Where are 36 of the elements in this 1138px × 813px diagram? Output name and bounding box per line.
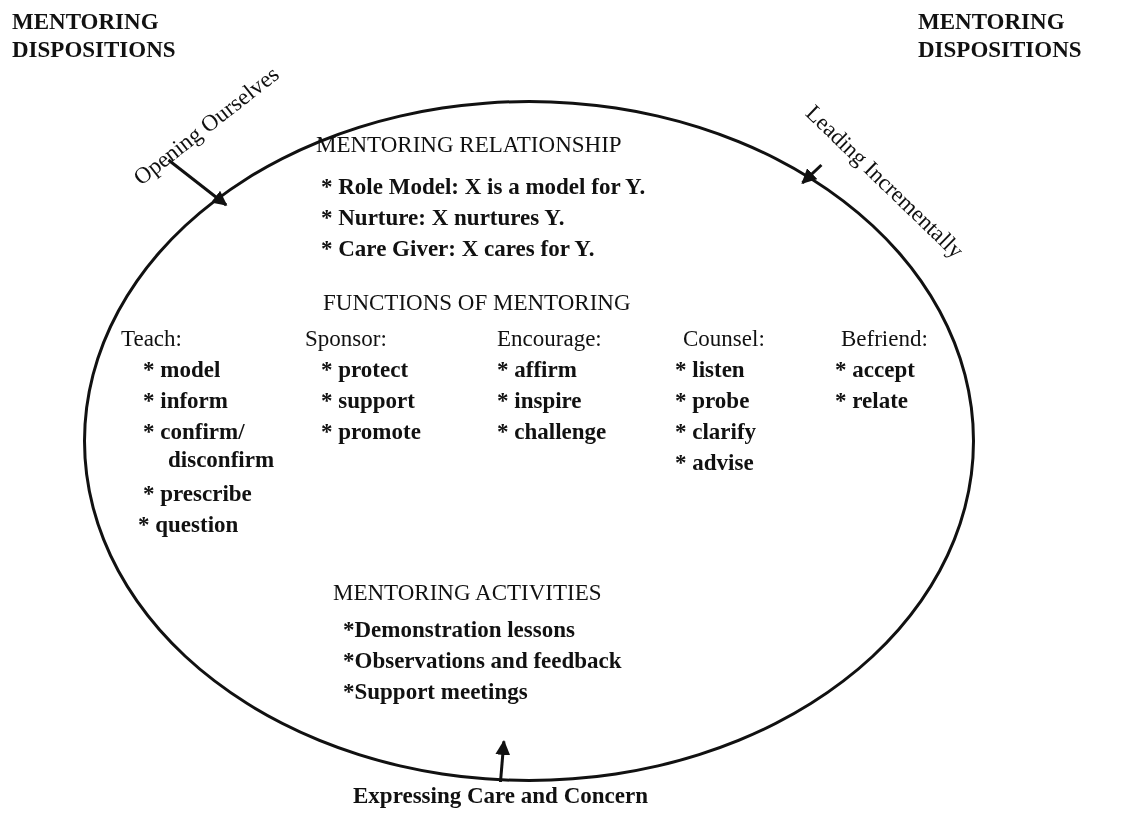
list-item: * clarify bbox=[675, 418, 757, 446]
arrow-label: Expressing Care and Concern bbox=[353, 782, 648, 810]
list-item: * accept bbox=[835, 356, 915, 384]
list-item: * model bbox=[143, 356, 221, 384]
list-item: *Observations and feedback bbox=[343, 647, 622, 675]
list-item: * probe bbox=[675, 387, 750, 415]
list-item: * prescribe bbox=[143, 480, 252, 508]
column-heading: Counsel: bbox=[683, 325, 765, 353]
corner-label: MENTORING DISPOSITIONS bbox=[12, 8, 177, 64]
column-heading: Teach: bbox=[121, 325, 182, 353]
section-heading: FUNCTIONS OF MENTORING bbox=[323, 289, 631, 317]
list-item: * promote bbox=[321, 418, 421, 446]
list-item: * affirm bbox=[497, 356, 577, 384]
list-item: *Support meetings bbox=[343, 678, 528, 706]
list-item: * listen bbox=[675, 356, 745, 384]
list-item: * Nurture: X nurtures Y. bbox=[321, 204, 565, 232]
section-heading: MENTORING ACTIVITIES bbox=[333, 579, 602, 607]
column-heading: Encourage: bbox=[497, 325, 602, 353]
list-item: * challenge bbox=[497, 418, 607, 446]
list-item: * confirm/ disconfirm bbox=[143, 418, 276, 474]
column-heading: Sponsor: bbox=[305, 325, 387, 353]
list-item: * inform bbox=[143, 387, 228, 415]
list-item: * relate bbox=[835, 387, 908, 415]
list-item: * Role Model: X is a model for Y. bbox=[321, 173, 646, 201]
list-item: * advise bbox=[675, 449, 754, 477]
list-item: * support bbox=[321, 387, 415, 415]
list-item: * inspire bbox=[497, 387, 582, 415]
column-heading: Befriend: bbox=[841, 325, 928, 353]
section-heading: MENTORING RELATIONSHIP bbox=[316, 131, 622, 159]
arrow bbox=[801, 163, 823, 184]
list-item: * Care Giver: X cares for Y. bbox=[321, 235, 595, 263]
arrow bbox=[167, 158, 228, 207]
list-item: * question bbox=[138, 511, 239, 539]
corner-label: MENTORING DISPOSITIONS bbox=[918, 8, 1083, 64]
list-item: *Demonstration lessons bbox=[343, 616, 575, 644]
list-item: * protect bbox=[321, 356, 409, 384]
